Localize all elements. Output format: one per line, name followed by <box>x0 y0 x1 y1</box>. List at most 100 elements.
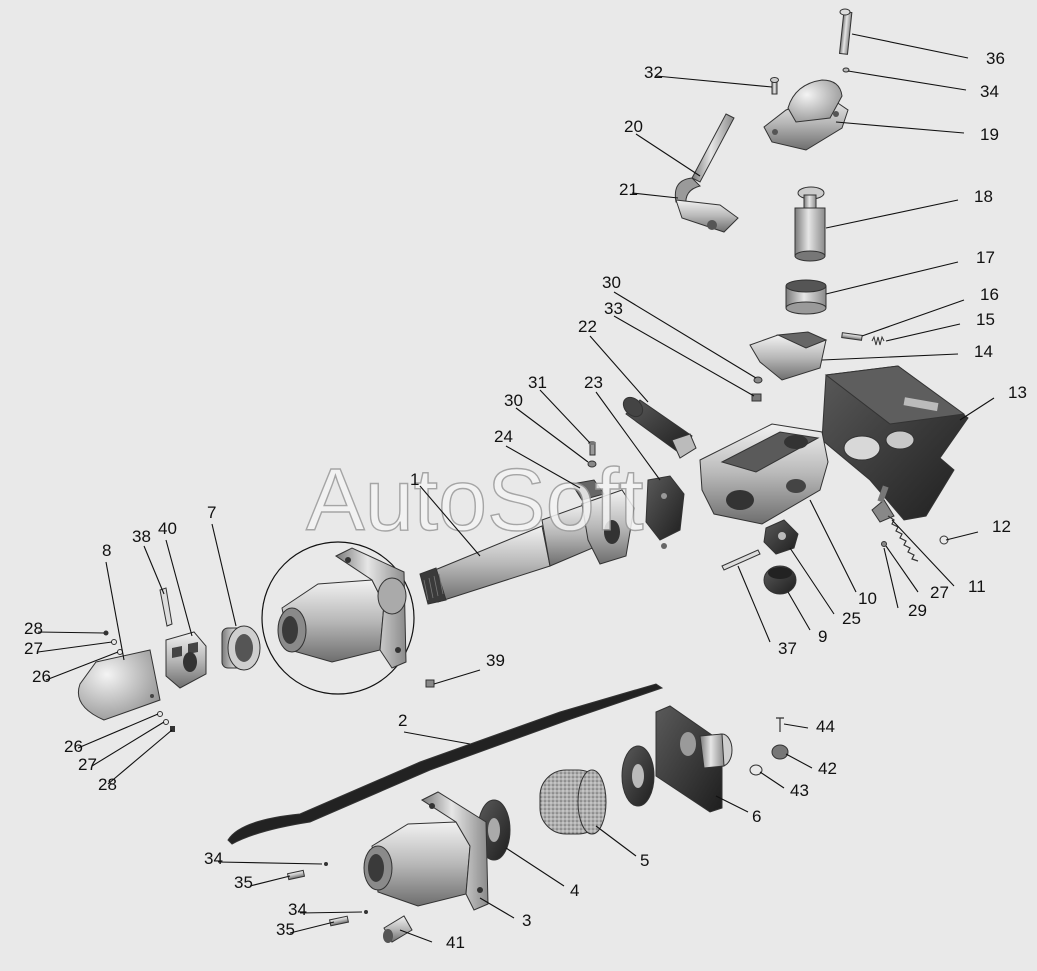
callout-label-35: 35 <box>276 920 295 939</box>
leader-line-25 <box>789 547 835 615</box>
callout-label-1: 1 <box>410 470 419 489</box>
leader-line-22 <box>589 335 649 403</box>
callout-label-40: 40 <box>158 519 177 538</box>
leader-line-28 <box>37 631 105 634</box>
callout-label-4: 4 <box>570 881 579 900</box>
leader-line-29 <box>883 547 899 609</box>
part-36-bolt <box>838 8 853 55</box>
callout-label-26: 26 <box>32 667 51 686</box>
callout-label-34: 34 <box>980 82 999 101</box>
callout-label-27: 27 <box>78 755 97 774</box>
callout-label-24: 24 <box>494 427 513 446</box>
part-30-nut-upper <box>753 376 763 384</box>
callout-label-3: 3 <box>522 911 531 930</box>
callout-label-42: 42 <box>818 759 837 778</box>
callout-label-31: 31 <box>528 373 547 392</box>
leader-line-20 <box>635 133 701 177</box>
leader-line-26 <box>77 713 159 749</box>
callout-label-15: 15 <box>976 310 995 329</box>
callout-label-30: 30 <box>504 391 523 410</box>
leader-line-42 <box>785 753 813 769</box>
callout-label-5: 5 <box>640 851 649 870</box>
callout-label-17: 17 <box>976 248 995 267</box>
leader-line-21 <box>631 192 679 199</box>
callout-label-27: 27 <box>930 583 949 602</box>
part-10-fork <box>699 423 829 525</box>
callout-label-28: 28 <box>24 619 43 638</box>
leader-line-10 <box>809 499 857 593</box>
watermark-text: AutoSoft <box>306 450 644 549</box>
callout-label-21: 21 <box>619 180 638 199</box>
callout-label-36: 36 <box>986 49 1005 68</box>
leader-line-5 <box>595 825 637 857</box>
part-6-flange <box>655 705 733 813</box>
callout-label-19: 19 <box>980 125 999 144</box>
leader-line-37 <box>737 565 771 643</box>
part-14-housing <box>749 331 828 381</box>
part-18-plunger <box>794 186 826 262</box>
leader-line-27 <box>91 721 165 767</box>
leader-line-35 <box>249 875 291 887</box>
leader-line-15 <box>885 323 961 342</box>
part-30-nut-lower <box>587 460 597 468</box>
part-27-29-small <box>881 541 887 547</box>
callout-label-37: 37 <box>778 639 797 658</box>
leader-line-3 <box>479 897 515 919</box>
callout-label-34: 34 <box>204 849 223 868</box>
callout-label-32: 32 <box>644 63 663 82</box>
callout-label-22: 22 <box>578 317 597 336</box>
leader-line-33 <box>613 315 755 397</box>
part-16-pin <box>841 332 863 341</box>
part-17-bushing <box>785 279 827 315</box>
leader-line-32 <box>655 75 773 88</box>
callout-label-38: 38 <box>132 527 151 546</box>
part-20-21-lever <box>674 113 739 233</box>
leader-line-43 <box>759 771 785 789</box>
leader-line-13 <box>959 397 995 421</box>
part-13-bracket <box>821 365 969 521</box>
callout-label-7: 7 <box>207 503 216 522</box>
leader-line-24 <box>505 445 581 489</box>
callout-label-10: 10 <box>858 589 877 608</box>
callout-label-14: 14 <box>974 342 993 361</box>
part-23-guide <box>645 475 685 549</box>
part-2-gasket <box>227 683 664 845</box>
leader-line-39 <box>433 669 481 685</box>
callout-label-20: 20 <box>624 117 643 136</box>
part-32-screw <box>770 77 779 95</box>
callout-label-29: 29 <box>908 601 927 620</box>
leader-line-27 <box>37 641 113 653</box>
part-25-connector <box>763 519 799 555</box>
part-15-spring <box>871 335 885 346</box>
leader-line-28 <box>107 729 173 785</box>
part-19-cover <box>763 79 849 151</box>
part-8-cap <box>78 649 161 721</box>
callout-label-13: 13 <box>1008 383 1027 402</box>
leader-line-2 <box>403 731 471 745</box>
leader-line-31 <box>539 389 591 444</box>
part-5-filter <box>539 769 607 835</box>
leader-line-27 <box>885 545 919 593</box>
callout-label-2: 2 <box>398 711 407 730</box>
leader-line-23 <box>595 391 661 481</box>
leader-line-11 <box>891 519 955 587</box>
part-11-12-spring <box>871 485 949 562</box>
leader-line-9 <box>787 591 811 631</box>
leader-line-19 <box>835 121 965 134</box>
part-7-bushing <box>221 625 261 671</box>
part-31-bolt <box>588 441 596 456</box>
callout-label-12: 12 <box>992 517 1011 536</box>
callout-label-18: 18 <box>974 187 993 206</box>
leader-line-36 <box>851 33 969 59</box>
leader-line-17 <box>825 261 959 295</box>
leader-line-1 <box>419 485 481 557</box>
callout-label-25: 25 <box>842 609 861 628</box>
part-22-cylinder <box>622 396 697 459</box>
part-24-plate <box>571 479 605 501</box>
callout-label-41: 41 <box>446 933 465 952</box>
leader-line-6 <box>715 795 749 813</box>
leader-line-8 <box>105 561 125 661</box>
leader-line-34 <box>217 861 323 865</box>
